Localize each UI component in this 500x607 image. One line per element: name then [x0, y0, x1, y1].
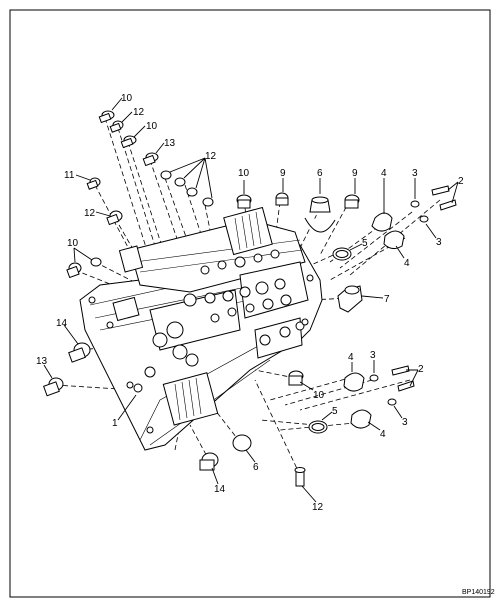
- callout-10: 10: [238, 168, 250, 179]
- callout-4: 4: [348, 352, 354, 363]
- callout-14: 14: [56, 318, 68, 329]
- callout-11: 11: [64, 170, 75, 181]
- callout-5: 5: [332, 406, 338, 417]
- callout-9: 9: [352, 168, 358, 179]
- oring-3-top: [410, 200, 420, 208]
- callout-13: 13: [36, 356, 48, 367]
- fitting-12-left: [106, 210, 123, 226]
- callout-12: 12: [312, 502, 324, 513]
- oring-5-lower: [308, 420, 328, 434]
- leader-lines: [43, 97, 459, 503]
- callout-12: 12: [205, 151, 217, 162]
- fitting-10-top: [98, 110, 115, 124]
- fitting-12-top: [109, 120, 124, 133]
- callout-14: 14: [214, 484, 226, 495]
- fitting-10-right: [236, 194, 252, 209]
- elbow-7: [337, 285, 363, 313]
- screws-2-top: [431, 185, 457, 211]
- callout-4: 4: [380, 429, 386, 440]
- fitting-10-second: [120, 135, 137, 149]
- callout-3: 3: [412, 168, 418, 179]
- figure-code: BP140192: [462, 589, 495, 596]
- fitting-9-lower: [288, 370, 304, 386]
- diagram-frame: [9, 9, 491, 598]
- callout-4: 4: [381, 168, 387, 179]
- callout-2: 2: [458, 176, 464, 187]
- fitting-14-lower: [199, 452, 219, 471]
- callout-7: 7: [384, 294, 390, 305]
- callout-3: 3: [436, 237, 442, 248]
- fitting-12-cluster: [160, 170, 214, 207]
- fitting-12-bottom: [294, 467, 306, 487]
- fitting-14-left: [68, 342, 91, 363]
- callout-12: 12: [133, 107, 145, 118]
- fitting-13-upper: [142, 152, 159, 167]
- oring-3-lower-right: [387, 398, 397, 406]
- callout-2: 2: [418, 364, 424, 375]
- callout-3: 3: [370, 350, 376, 361]
- screws-2-lower: [391, 365, 415, 392]
- callout-labels: 10 12 10 13 12 11 12 10 14 13 1 10 9 6 9…: [36, 93, 464, 513]
- callout-5: 5: [362, 238, 368, 249]
- fitting-13-left: [43, 377, 64, 397]
- oring-3-lower: [369, 374, 379, 382]
- fitting-10-left-pair: [66, 257, 102, 279]
- plug-6-top: [304, 196, 336, 233]
- callout-10: 10: [67, 238, 79, 249]
- fitting-11: [86, 177, 101, 190]
- callout-6: 6: [317, 168, 323, 179]
- callout-10: 10: [121, 93, 133, 104]
- callout-13: 13: [164, 138, 176, 149]
- callout-9: 10: [313, 390, 325, 401]
- flange-4-top: [371, 212, 393, 232]
- callout-6: 6: [253, 462, 259, 473]
- oring-5-top: [332, 247, 352, 261]
- flange-4-lower-right: [350, 409, 372, 429]
- oring-3-top-lower: [419, 215, 429, 223]
- fitting-8: [275, 192, 289, 206]
- callout-3: 3: [402, 417, 408, 428]
- flange-4-top-lower: [383, 230, 405, 250]
- flange-4-lower: [343, 372, 365, 392]
- callout-12: 12: [84, 208, 96, 219]
- callout-8: 9: [280, 168, 286, 179]
- callout-10: 10: [146, 121, 158, 132]
- callout-4: 4: [404, 258, 410, 269]
- loose-parts: [43, 110, 457, 487]
- control-valve-assembly: [79, 206, 323, 451]
- fitting-9-top: [344, 194, 360, 209]
- callout-1: 1: [112, 418, 118, 429]
- plug-6-lower: [232, 434, 252, 452]
